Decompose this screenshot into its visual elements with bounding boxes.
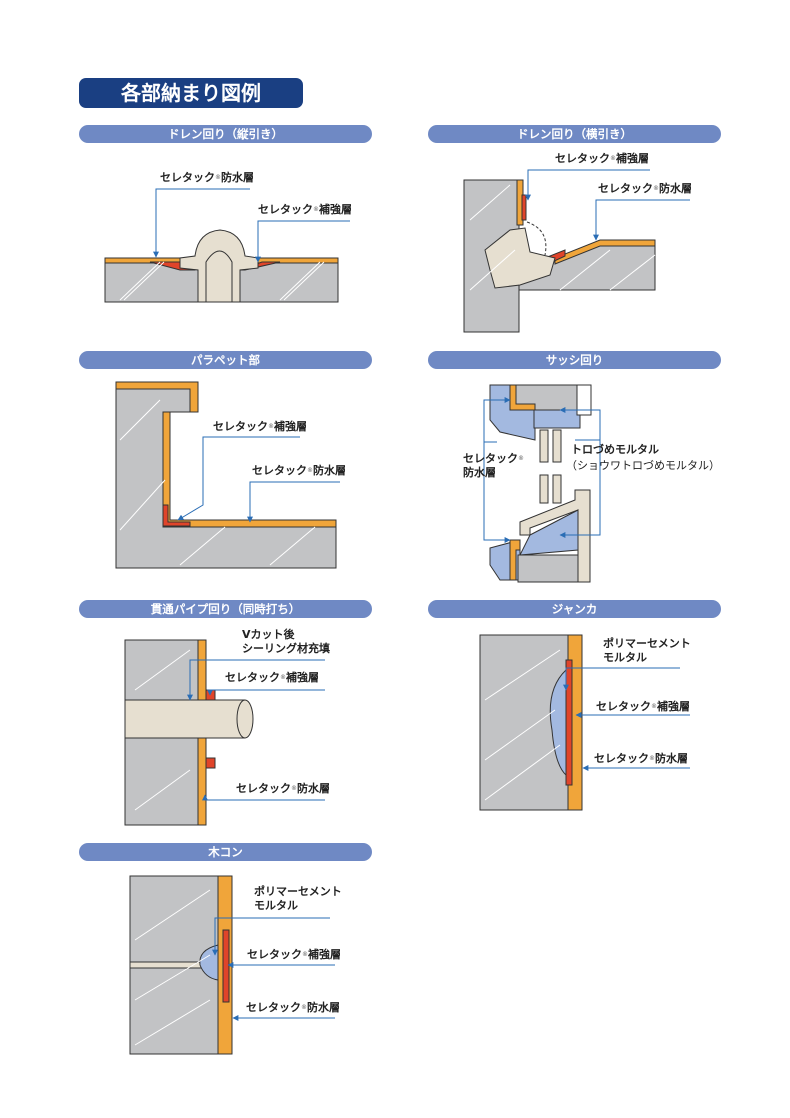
label-reinforce: セレタック®補強層: [258, 203, 352, 216]
label-reinforce: セレタック®補強層: [247, 948, 341, 961]
label-mortar: トロづめモルタル: [571, 443, 659, 456]
diagram-drain-vertical: [104, 229, 339, 303]
label-waterproof: セレタック®防水層: [598, 182, 692, 195]
diagram-sash: [489, 384, 592, 583]
label-mortar-product: （ショウワトロづめモルタル）: [566, 459, 720, 472]
label-sealing: Vカット後シーリング材充填: [242, 628, 330, 655]
panel-title-honeycomb: ジャンカ: [428, 600, 721, 618]
panel-title-pipe: 貫通パイプ回り（同時打ち）: [79, 600, 372, 618]
panel-title-wood-cone: 木コン: [79, 843, 372, 861]
label-reinforce: セレタック®補強層: [555, 152, 649, 165]
label-reinforce: セレタック®補強層: [225, 671, 319, 684]
label-reinforce: セレタック®補強層: [213, 420, 307, 433]
panel-title-drain-horizontal: ドレン回り（横引き）: [428, 125, 721, 143]
label-waterproof: セレタック®防水層: [463, 452, 524, 479]
diagram-drain-horizontal: [463, 179, 656, 333]
panel-title-sash: サッシ回り: [428, 351, 721, 369]
label-waterproof: セレタック®防水層: [594, 752, 688, 765]
label-waterproof: セレタック®防水層: [236, 782, 330, 795]
diagram-wood-cone: [129, 875, 233, 1055]
leader-lines: [153, 169, 690, 1021]
panel-title-parapet: パラペット部: [79, 351, 372, 369]
diagram-pipe: [124, 639, 254, 826]
label-waterproof: セレタック®防水層: [246, 1001, 340, 1014]
label-waterproof: セレタック®防水層: [252, 464, 346, 477]
page-title: 各部納まり図例: [79, 78, 303, 108]
diagram-parapet: [115, 381, 337, 569]
label-polymer-mortar: ポリマーセメントモルタル: [254, 885, 342, 912]
panel-title-drain-vertical: ドレン回り（縦引き）: [79, 125, 372, 143]
diagram-honeycomb: [479, 634, 583, 811]
label-reinforce: セレタック®補強層: [596, 700, 690, 713]
label-polymer-mortar: ポリマーセメントモルタル: [603, 637, 691, 664]
label-waterproof: セレタック®防水層: [160, 171, 254, 184]
